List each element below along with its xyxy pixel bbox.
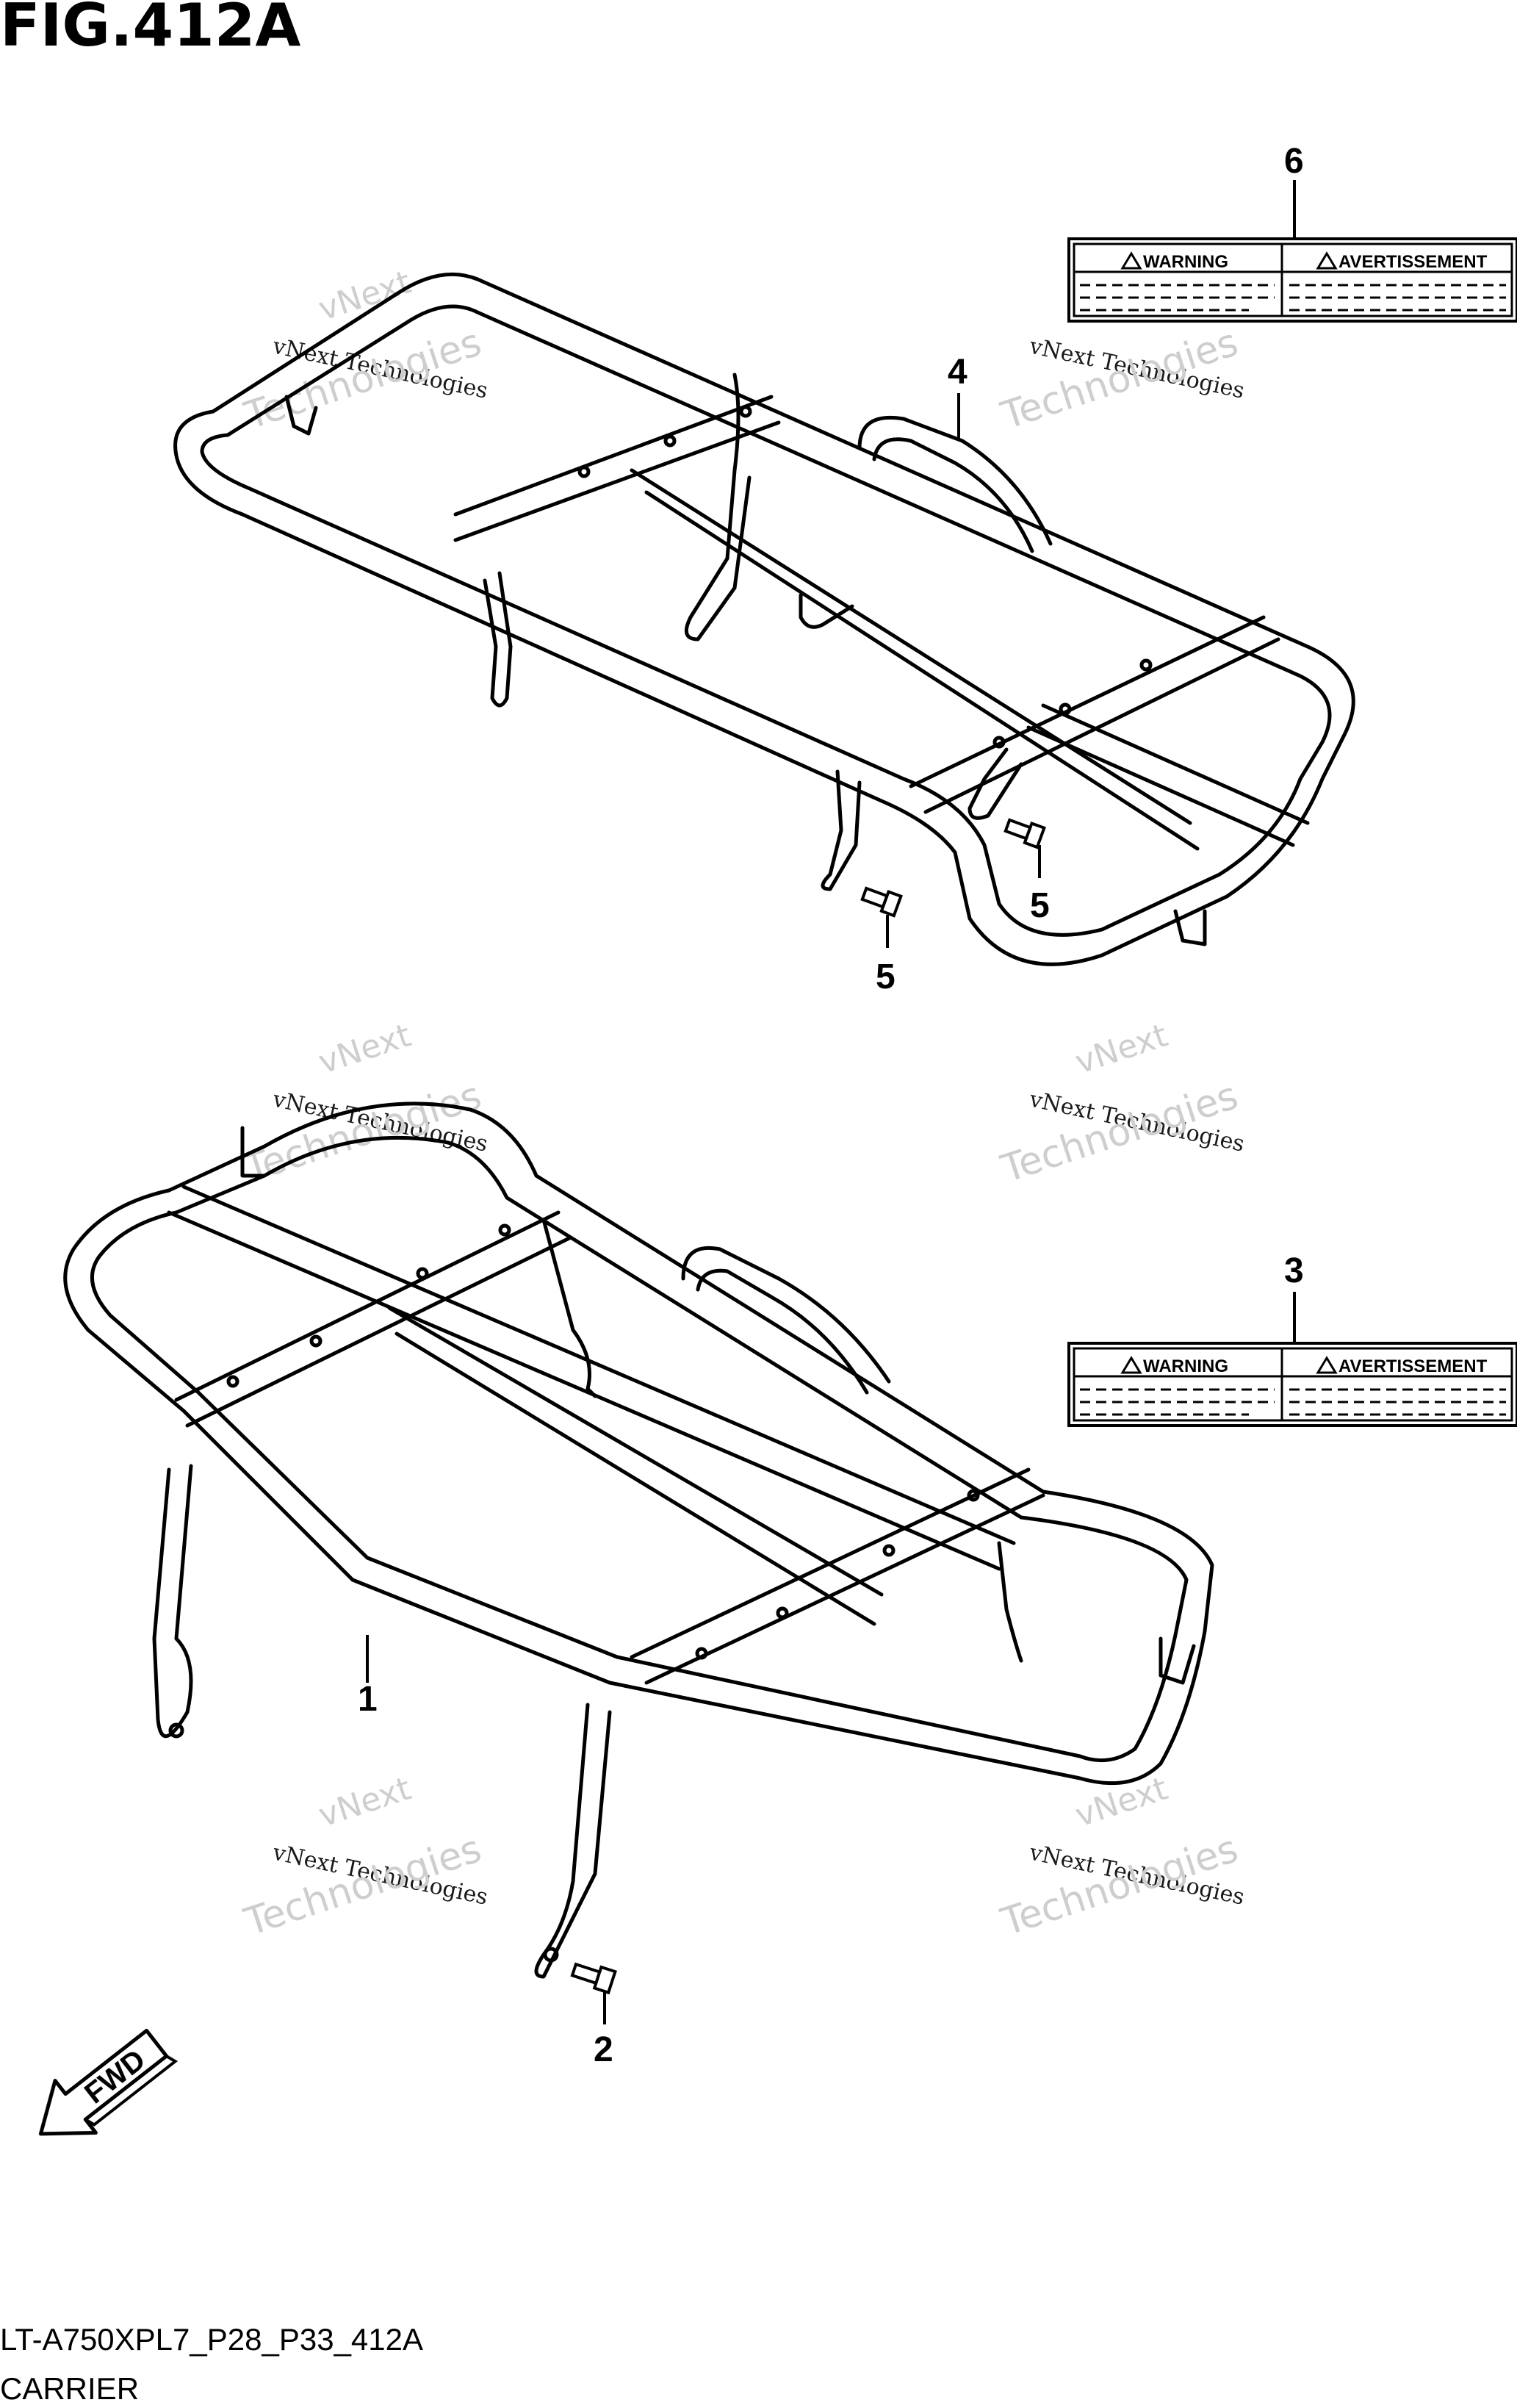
- warning-label-3: WARNING AVERTISSEMENT: [1067, 1342, 1517, 1427]
- front-carrier-handle: [681, 1246, 891, 1395]
- rear-carrier-crossbar: [909, 615, 1280, 814]
- rear-carrier-crossbar: [453, 395, 781, 542]
- front-carrier-crossbar: [630, 1467, 1045, 1685]
- mount-hole: [168, 1722, 184, 1739]
- watermark-text-large: vNext: [314, 1016, 416, 1081]
- rear-carrier-leg: [483, 571, 513, 708]
- label-avertissement-text: AVERTISSEMENT: [1338, 252, 1488, 272]
- rear-carrier-bracket: [1173, 909, 1207, 946]
- section-name: CARRIER: [0, 2371, 139, 2406]
- warning-triangle-icon: [1316, 1356, 1338, 1374]
- bolt-5b: [1003, 818, 1046, 849]
- front-carrier-leg: [997, 1541, 1023, 1663]
- mount-hole: [1139, 658, 1153, 672]
- mount-hole: [967, 1489, 980, 1502]
- callout-1: 1: [358, 1680, 378, 1719]
- model-code: LT-A750XPL7_P28_P33_412A: [0, 2322, 423, 2357]
- rear-carrier-bracket: [968, 747, 1023, 820]
- mount-hole: [543, 1947, 559, 1963]
- label-warning-text: WARNING: [1143, 1356, 1228, 1376]
- rear-carrier-bracket: [799, 593, 854, 629]
- front-carrier-bracket: [240, 1126, 267, 1178]
- watermark-text-large: vNext: [314, 263, 416, 328]
- callout-6: 6: [1284, 142, 1304, 181]
- mount-hole: [739, 405, 752, 418]
- rear-carrier-outer-tube: [173, 272, 1355, 966]
- mount-hole: [695, 1647, 708, 1660]
- label-warning-text: WARNING: [1143, 252, 1228, 272]
- mount-hole: [882, 1544, 896, 1557]
- front-carrier-leg: [541, 1218, 597, 1398]
- label-inner-border: [1073, 242, 1513, 317]
- rear-carrier-leg: [684, 373, 752, 641]
- front-carrier-leg: [534, 1703, 612, 1979]
- callout-3: 3: [1284, 1251, 1304, 1290]
- mount-hole: [309, 1334, 323, 1348]
- watermark-4: vNext Technologies vNext Technologies: [995, 1016, 1247, 1191]
- mount-hole: [992, 736, 1006, 749]
- rear-carrier-bracket: [284, 395, 318, 436]
- front-carrier-inner-tube: [90, 1135, 1189, 1763]
- mount-hole: [498, 1223, 511, 1237]
- rear-carrier-leg: [821, 769, 862, 891]
- callout-5: 5: [876, 957, 896, 996]
- callout-4: 4: [948, 353, 968, 392]
- label-inner-border: [1073, 1347, 1513, 1422]
- rear-carrier-inner-tube: [200, 304, 1332, 937]
- watermark-3: vNext Technologies vNext Technologies: [239, 1016, 490, 1191]
- rear-carrier-handle: [857, 415, 1053, 553]
- rear-carrier-longbar: [630, 468, 1200, 851]
- fwd-arrow-icon: FWD: [38, 2028, 179, 2136]
- mount-hole: [1059, 702, 1072, 716]
- mount-hole: [226, 1375, 239, 1388]
- rear-carrier-longbar: [1026, 703, 1310, 847]
- rear-carrier-drawing: [173, 272, 1355, 966]
- callout-5: 5: [1030, 886, 1050, 925]
- watermark-text-large: vNext: [1071, 1016, 1172, 1081]
- front-carrier-crossbar: [174, 1210, 572, 1428]
- leader-lines: [366, 180, 1296, 2024]
- mount-hole: [577, 465, 591, 478]
- front-carrier-bracket: [1159, 1636, 1196, 1685]
- mount-hole: [663, 434, 677, 448]
- warning-triangle-icon: [1316, 251, 1338, 270]
- figure-title: FIG.412A: [0, 0, 300, 60]
- callout-2: 2: [594, 2030, 613, 2069]
- warning-triangle-icon: [1120, 251, 1142, 270]
- front-carrier-longbar: [387, 1306, 884, 1626]
- bolt-drawing: [860, 818, 1046, 918]
- front-carrier-longbar: [167, 1185, 1016, 1571]
- label-outer-border: [1067, 237, 1517, 323]
- front-carrier-leg: [152, 1464, 193, 1738]
- bolt-2: [570, 1962, 617, 1995]
- warning-triangle-icon: [1120, 1356, 1142, 1374]
- warning-label-6: WARNING AVERTISSEMENT: [1067, 237, 1517, 323]
- watermark-text-large: vNext: [314, 1769, 416, 1834]
- label-outer-border: [1067, 1342, 1517, 1427]
- mount-hole: [776, 1606, 789, 1620]
- watermark-6: vNext Technologies vNext Technologies: [995, 1769, 1247, 1944]
- front-carrier-drawing: [63, 1101, 1214, 1979]
- front-carrier-outer-tube: [63, 1101, 1214, 1786]
- label-avertissement-text: AVERTISSEMENT: [1338, 1356, 1488, 1376]
- watermark-5: vNext Technologies vNext Technologies: [239, 1769, 490, 1944]
- bolt-5a: [860, 886, 903, 918]
- mount-hole: [416, 1267, 429, 1280]
